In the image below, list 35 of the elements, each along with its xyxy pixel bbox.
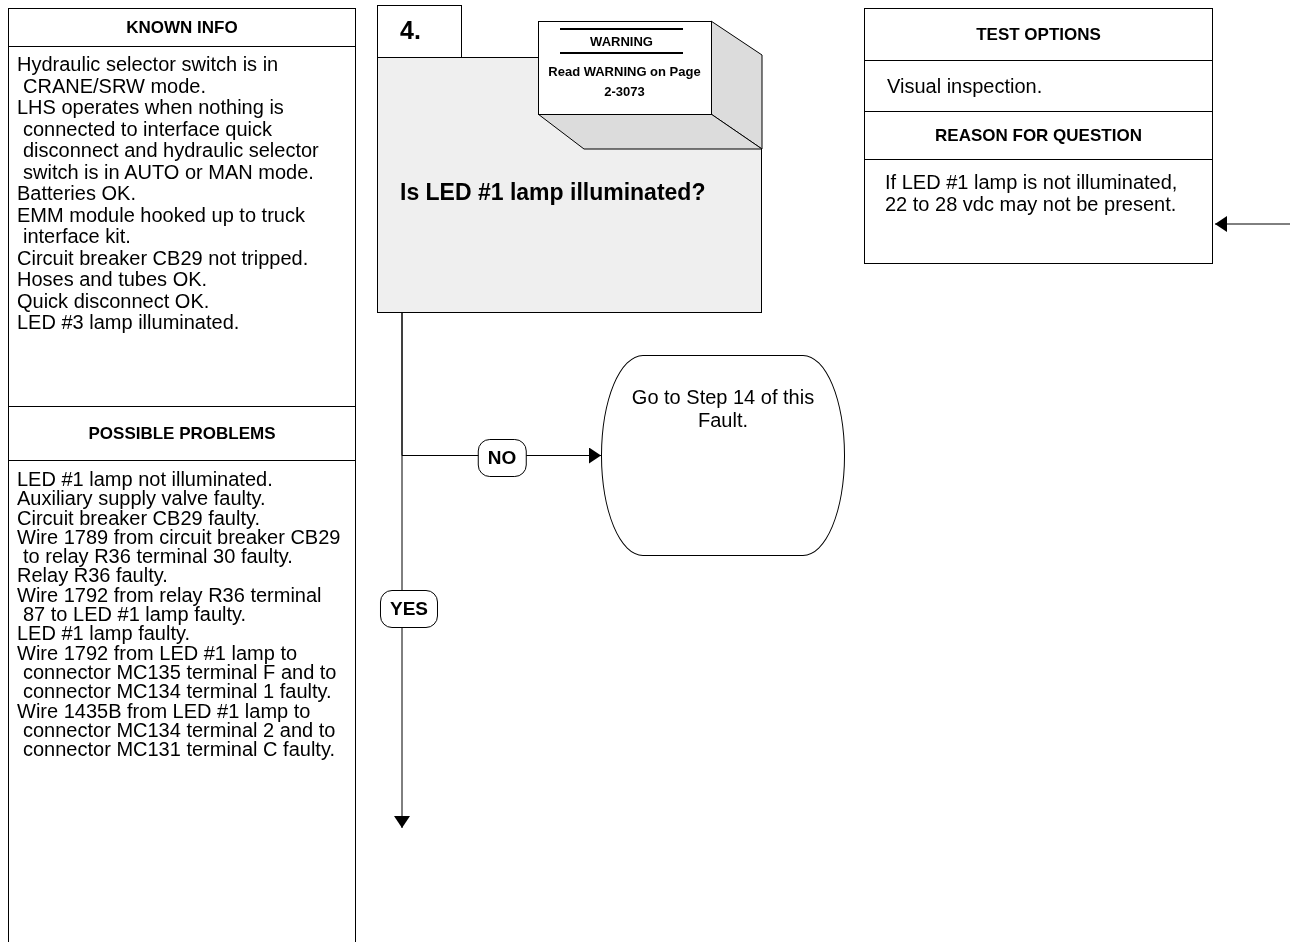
list-item: LED #3 lamp illuminated. — [17, 312, 241, 334]
info-panel — [8, 407, 356, 942]
list-item: LED #1 lamp faulty. — [17, 624, 192, 644]
terminator-text: Go to Step 14 of this Fault. — [631, 386, 815, 431]
list-item: Wire 1435B from LED #1 lamp to connector MC134 terminal 2 and to connector MC131 terminal C faulty. — [17, 701, 337, 760]
list-item: Circuit breaker CB29 not tripped. — [17, 247, 310, 269]
connector-arrow — [394, 312, 410, 829]
list-item: Relay R36 faulty. — [17, 566, 169, 586]
info-panel — [864, 111, 1213, 264]
warning-heading: WARNING — [560, 28, 683, 54]
section-heading: TEST OPTIONS — [865, 9, 1212, 61]
list-item: EMM module hooked up to truck interface kit. — [17, 204, 306, 248]
list-item: Auxiliary supply valve faulty. — [17, 489, 267, 509]
list-item: Batteries OK. — [17, 183, 137, 205]
list-item: Circuit breaker CB29 faulty. — [17, 508, 261, 528]
list-item: Hydraulic selector switch is in CRANE/SRW mode. — [17, 54, 280, 97]
list-item: LED #1 lamp not illuminated. — [17, 470, 274, 490]
step-number-box: 4. — [377, 5, 462, 57]
list-item: Quick disconnect OK. — [17, 290, 211, 312]
list-item: Hoses and tubes OK. — [17, 269, 209, 291]
connector-arrow — [1214, 216, 1290, 232]
warning-text: Read WARNING on Page 2-3073 — [548, 63, 701, 101]
section-text: Visual inspection. — [886, 74, 1044, 97]
question-text: Is LED #1 lamp illuminated? — [400, 179, 706, 206]
edge-label: YES — [380, 590, 438, 628]
section-text: If LED #1 lamp is not illuminated, 22 to 28 vdc may not be present. — [884, 170, 1179, 215]
section-heading: REASON FOR QUESTION — [865, 112, 1212, 160]
list-item: Wire 1792 from relay R36 terminal 87 to LED #1 lamp faulty. — [17, 585, 323, 625]
info-panel — [8, 8, 356, 407]
list-item: LHS operates when nothing is connected to interface quick disconnect and hydraulic selector switch is in AUTO or MAN mode. — [17, 97, 320, 183]
section-heading: KNOWN INFO — [9, 9, 355, 47]
info-panel — [864, 8, 1213, 112]
section-heading: POSSIBLE PROBLEMS — [9, 407, 355, 461]
list-item: Wire 1792 from LED #1 lamp to connector MC135 terminal F and to connector MC134 terminal 1 faulty. — [17, 643, 338, 702]
edge-label: NO — [477, 439, 527, 477]
